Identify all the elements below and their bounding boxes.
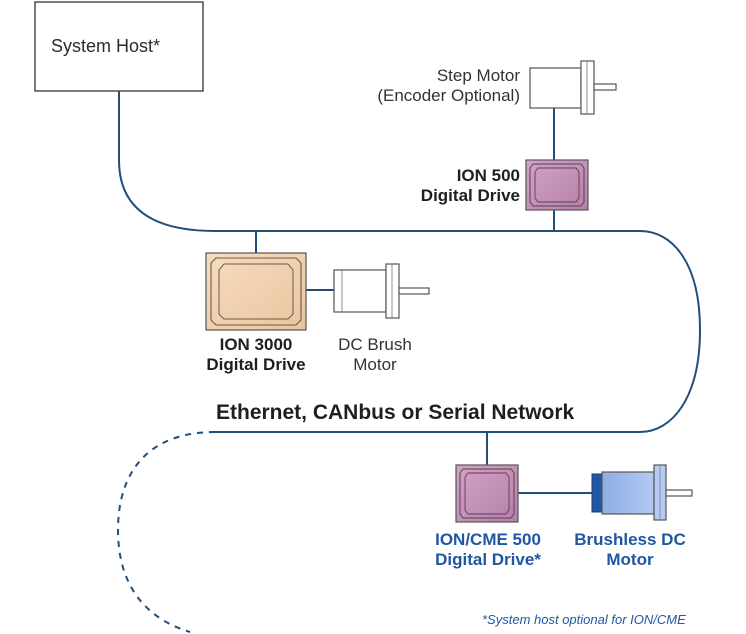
footnote: *System host optional for ION/CME bbox=[482, 612, 686, 627]
system-host-box bbox=[34, 1, 204, 92]
step-motor-icon bbox=[529, 60, 617, 115]
ion500-label-line1: ION 500 bbox=[456, 166, 520, 185]
dc-brush-motor-icon bbox=[333, 263, 430, 319]
step-motor-label-line2: (Encoder Optional) bbox=[377, 86, 520, 106]
host-cable bbox=[118, 91, 216, 232]
ion3000-label-line1: ION 3000 bbox=[219, 335, 293, 354]
dc-brush-label: DC Brush Motor bbox=[320, 335, 430, 376]
dc-brush-label-line2: Motor bbox=[353, 355, 397, 375]
ioncme-label: ION/CME 500 Digital Drive* bbox=[408, 530, 568, 571]
brushless-label-line1: Brushless DC bbox=[574, 530, 686, 549]
ion500-label: ION 500 Digital Drive bbox=[360, 166, 520, 207]
ion3000-label: ION 3000 Digital Drive bbox=[186, 335, 326, 376]
network-bus bbox=[215, 230, 702, 433]
ioncme-drive-icon bbox=[455, 464, 519, 523]
brushless-label: Brushless DC Motor bbox=[560, 530, 700, 571]
ion500-label-line2: Digital Drive bbox=[420, 186, 520, 206]
step-motor-label-line1: Step Motor bbox=[436, 66, 520, 85]
system-host-label: System Host* bbox=[51, 36, 161, 56]
ion500-drive-icon bbox=[525, 159, 589, 211]
ion3000-drive-icon bbox=[205, 252, 307, 331]
ion3000-label-line2: Digital Drive bbox=[206, 355, 306, 375]
brushless-motor-icon bbox=[591, 464, 693, 521]
step-motor-label: Step Motor (Encoder Optional) bbox=[330, 66, 520, 107]
dc-brush-label-line1: DC Brush bbox=[338, 335, 412, 354]
network-bus-dashed bbox=[116, 431, 216, 633]
ioncme-label-line1: ION/CME 500 bbox=[435, 530, 541, 549]
network-label: Ethernet, CANbus or Serial Network bbox=[216, 401, 575, 424]
brushless-label-line2: Motor bbox=[606, 550, 654, 570]
ioncme-label-line2: Digital Drive* bbox=[435, 550, 541, 570]
